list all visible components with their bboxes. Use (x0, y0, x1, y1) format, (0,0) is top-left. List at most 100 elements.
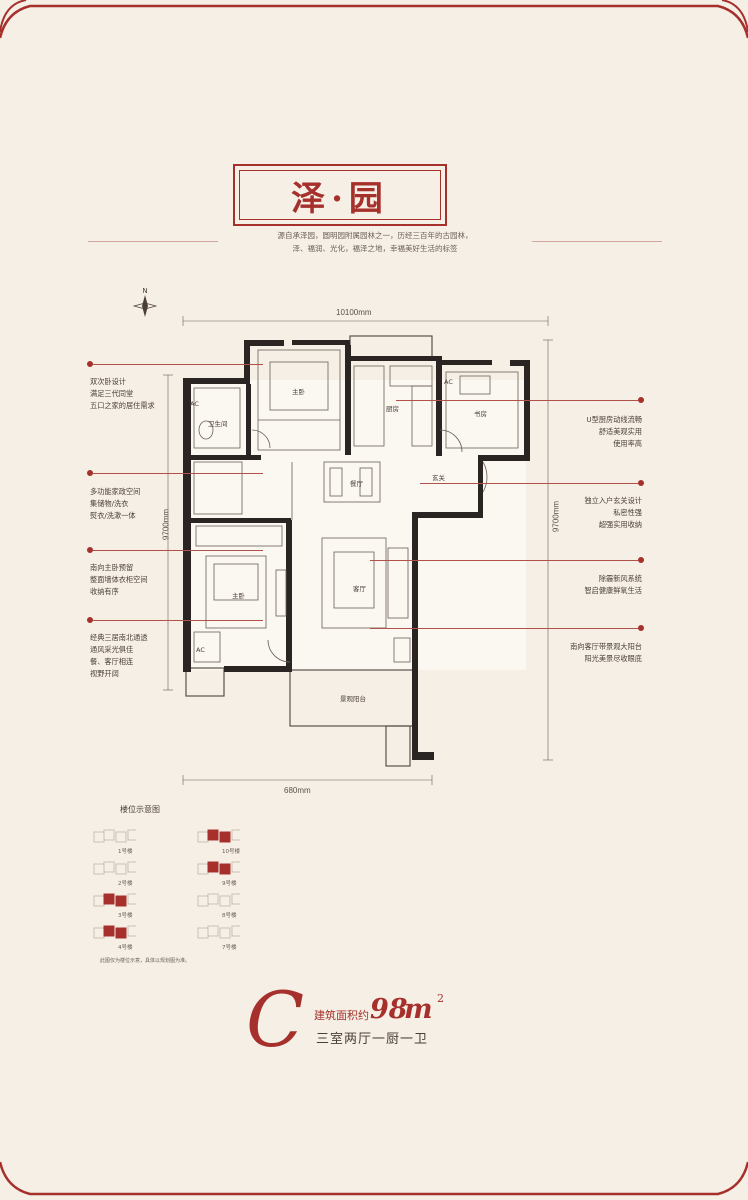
plan-interior (186, 380, 526, 670)
room-master-bottom: 主卧 (232, 592, 245, 600)
ac-platform-bottom (185, 667, 225, 697)
note-left-4: 经典三居南北通透 通风采光俱佳 餐、客厅相连 视野开阔 (90, 632, 148, 680)
note-left-2-dot (87, 470, 93, 476)
keymap-building-label-3: 2号楼 (118, 881, 133, 887)
note-left-1-dot (87, 361, 93, 367)
note-left-1-line-3: 五口之家的居住需求 (90, 401, 155, 410)
note-left-4-dot (87, 617, 93, 623)
note-left-4-leader (93, 620, 263, 621)
title-divider-left (88, 241, 218, 242)
layout-label: 三室两厅一厨一卫 (316, 1032, 429, 1047)
note-right-2-line-1: 独立入户玄关设计 (584, 496, 642, 505)
title-box: 泽·园 (233, 164, 447, 226)
note-left-2: 多功能家政空间 集储物/洗衣 熨衣/洗漱一体 (90, 486, 140, 522)
ac-label-1: AC (190, 400, 199, 408)
ac-label-2: AC (444, 378, 453, 386)
compass-north-label: N (142, 287, 147, 295)
keymap-building-7 (93, 925, 136, 939)
note-left-2-line-2: 集储物/洗衣 (90, 499, 129, 508)
note-right-4-line-2: 阳光美景尽收眼底 (584, 654, 642, 663)
note-left-3-dot (87, 547, 93, 553)
intro-line-1: 源自承泽园，圆明园附属园林之一，历经三百年的古园林， (277, 231, 473, 240)
compass-icon: N (132, 287, 158, 317)
ac-label-3: AC (196, 646, 205, 654)
note-right-2-leader (420, 483, 638, 484)
ac-platform-right (385, 725, 411, 767)
note-left-4-line-4: 视野开阔 (90, 669, 119, 678)
note-right-2-line-3: 超强实用收纳 (598, 520, 642, 529)
note-right-3-line-2: 智启健康鲜氧生活 (584, 586, 642, 595)
note-left-2-leader (93, 473, 263, 474)
note-right-3-leader (370, 560, 638, 561)
note-right-3-dot (638, 557, 644, 563)
note-left-1-line-2: 满足三代同堂 (90, 389, 134, 398)
note-right-4-line-1: 南向客厅带景观大阳台 (570, 642, 642, 651)
keymap-building-label-8: 7号楼 (222, 945, 237, 951)
intro-line-2: 泽、福润、光化，福泽之地，幸福美好生活的标签 (292, 244, 458, 253)
room-entrance: 玄关 (432, 474, 445, 482)
note-right-2-dot (638, 480, 644, 486)
note-left-3-line-1: 南向主卧预留 (90, 563, 134, 572)
note-left-4-line-3: 餐、客厅相连 (90, 657, 134, 666)
note-right-1: U型厨房动线流畅 舒适美观实用 使用率高 (560, 414, 642, 450)
keymap-building-3 (93, 861, 136, 875)
keymap-building-5 (93, 893, 136, 907)
note-right-4-leader (370, 628, 638, 629)
area-superscript: 2 (437, 992, 444, 1005)
keymap-title: 楼位示意图 (120, 805, 160, 814)
area-unit: m (404, 994, 433, 1025)
note-left-3-line-3: 收纳有序 (90, 587, 119, 596)
keymap-building-label-7: 4号楼 (118, 945, 133, 951)
keymap-building-label-4: 9号楼 (222, 881, 237, 887)
note-left-1-line-1: 双次卧设计 (90, 377, 126, 386)
unit-letter: C (246, 975, 305, 1064)
note-left-3-line-2: 整面墙体衣柜空间 (90, 575, 148, 584)
dimension-bottom: 680mm (284, 786, 311, 795)
note-right-1-leader (396, 400, 638, 401)
area-label: 建筑面积约 (314, 1009, 369, 1022)
area-value: 98 (370, 994, 408, 1025)
note-left-4-line-2: 通风采光俱佳 (90, 645, 134, 654)
note-right-3-line-1: 除霾新风系统 (598, 574, 642, 583)
north-balcony (349, 335, 433, 359)
keymap-building-label-1: 1号楼 (118, 849, 133, 855)
note-left-2-line-3: 熨衣/洗漱一体 (90, 511, 136, 520)
note-right-4-dot (638, 625, 644, 631)
keymap-building-1 (93, 829, 136, 843)
keymap-building-label-2: 10号楼 (222, 849, 240, 855)
note-right-2: 独立入户玄关设计 私密性强 超强实用收纳 (560, 495, 642, 531)
keymap-building-label-5: 3号楼 (118, 913, 133, 919)
note-left-3: 南向主卧预留 整面墙体衣柜空间 收纳有序 (90, 562, 148, 598)
note-left-2-line-1: 多功能家政空间 (90, 487, 141, 496)
room-master-top: 主卧 (292, 388, 305, 396)
keymap-note: 此图仅为楼位示意，具体以规划图为准。 (100, 958, 191, 964)
keymap-building-2 (197, 829, 240, 843)
intro-text: 源自承泽园，圆明园附属园林之一，历经三百年的古园林， 泽、福润、光化，福泽之地，… (210, 229, 540, 255)
room-study: 书房 (474, 410, 487, 418)
room-dining: 餐厅 (350, 480, 363, 488)
note-left-3-leader (93, 550, 263, 551)
keymap-building-4 (197, 861, 240, 875)
walls (183, 340, 530, 760)
room-living: 客厅 (353, 585, 366, 593)
keymap-building-label-6: 8号楼 (222, 913, 237, 919)
note-right-1-line-1: U型厨房动线流畅 (586, 415, 642, 424)
note-right-1-dot (638, 397, 644, 403)
note-right-4: 南向客厅带景观大阳台 阳光美景尽收眼底 (530, 641, 642, 665)
note-right-2-line-2: 私密性强 (613, 508, 642, 517)
note-left-4-line-1: 经典三居南北通透 (90, 633, 148, 642)
room-balcony: 景观阳台 (340, 695, 366, 703)
note-left-1: 双次卧设计 满足三代同堂 五口之家的居住需求 (90, 376, 155, 412)
title-divider-right (532, 241, 662, 242)
dimension-top: 10100mm (336, 308, 372, 317)
keymap-building-8 (197, 925, 240, 939)
room-toilet: 卫生间 (208, 420, 228, 428)
keymap-building-6 (197, 893, 240, 907)
note-right-3: 除霾新风系统 智启健康鲜氧生活 (540, 573, 642, 597)
note-left-1-leader (93, 364, 263, 365)
room-kitchen: 厨房 (386, 405, 399, 413)
note-right-1-line-3: 使用率高 (613, 439, 642, 448)
